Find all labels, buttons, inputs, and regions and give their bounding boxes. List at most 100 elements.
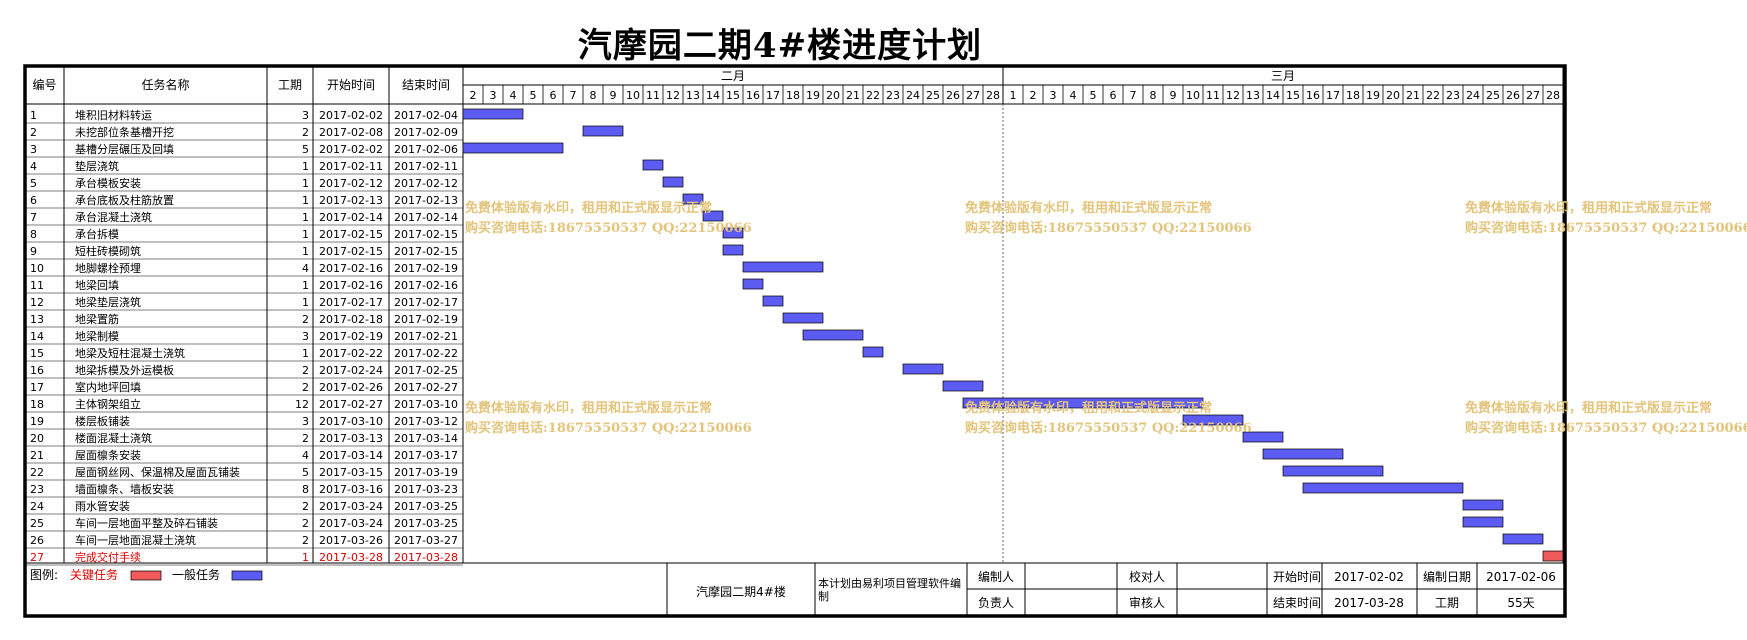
- footer-start-value: 2017-02-02: [1334, 570, 1404, 584]
- task-name: 车间一层地面混凝土浇筑: [75, 533, 196, 547]
- task-bar: [862, 346, 884, 358]
- task-end: 2017-03-27: [394, 534, 458, 547]
- day-tick-label: 19: [806, 89, 820, 102]
- task-bar: [782, 312, 824, 324]
- task-bar: [1182, 414, 1244, 426]
- task-bar: [742, 261, 824, 273]
- task-id: 16: [30, 364, 44, 377]
- task-start: 2017-02-15: [319, 228, 383, 241]
- task-id: 23: [30, 483, 44, 496]
- day-tick-label: 13: [1246, 89, 1260, 102]
- task-name: 垫层浇筑: [75, 159, 119, 173]
- day-tick-label: 9: [610, 89, 617, 102]
- day-tick-label: 11: [646, 89, 660, 102]
- task-name: 地梁置筋: [75, 312, 119, 326]
- watermark-line-2: 购买咨询电话:18675550537 QQ:22150066: [465, 220, 752, 236]
- task-bar: [702, 210, 724, 222]
- day-tick-label: 7: [570, 89, 577, 102]
- day-tick-label: 20: [826, 89, 840, 102]
- task-start: 2017-03-13: [319, 432, 383, 445]
- watermark-line-1: 免费体验版有水印，租用和正式版显示正常: [1465, 200, 1712, 216]
- task-start: 2017-02-08: [319, 126, 383, 139]
- task-duration: 3: [302, 415, 309, 428]
- day-tick-label: 26: [1506, 89, 1520, 102]
- task-id: 27: [30, 551, 44, 564]
- day-tick-label: 6: [1110, 89, 1117, 102]
- day-tick-label: 11: [1206, 89, 1220, 102]
- task-name: 短柱砖模砌筑: [75, 244, 141, 258]
- day-tick-label: 19: [1366, 89, 1380, 102]
- day-tick-label: 24: [906, 89, 920, 102]
- day-tick-label: 7: [1130, 89, 1137, 102]
- task-end: 2017-02-19: [394, 313, 458, 326]
- day-tick-label: 14: [706, 89, 720, 102]
- task-bar: [1282, 465, 1384, 477]
- task-end: 2017-02-17: [394, 296, 458, 309]
- task-duration: 1: [302, 296, 309, 309]
- task-id: 1: [30, 109, 37, 122]
- task-end: 2017-02-15: [394, 245, 458, 258]
- task-id: 19: [30, 415, 44, 428]
- task-end: 2017-02-06: [394, 143, 458, 156]
- task-duration: 1: [302, 177, 309, 190]
- task-end: 2017-03-17: [394, 449, 458, 462]
- task-duration: 1: [302, 347, 309, 360]
- watermark-line-1: 免费体验版有水印，租用和正式版显示正常: [1465, 400, 1712, 416]
- day-tick-label: 2: [470, 89, 477, 102]
- day-tick-label: 4: [510, 89, 517, 102]
- month-label-mar: 三月: [1271, 69, 1295, 83]
- task-duration: 2: [302, 381, 309, 394]
- day-tick-label: 18: [786, 89, 800, 102]
- task-bar: [1462, 499, 1504, 511]
- task-bar: [1262, 448, 1344, 460]
- footer-edit-date-label: 编制日期: [1423, 569, 1471, 584]
- day-tick-label: 5: [1090, 89, 1097, 102]
- day-tick-label: 21: [846, 89, 860, 102]
- task-name: 未挖部位条基槽开挖: [75, 125, 174, 139]
- watermark-line-1: 免费体验版有水印，租用和正式版显示正常: [465, 200, 712, 216]
- day-tick-label: 27: [966, 89, 980, 102]
- task-duration: 1: [302, 228, 309, 241]
- task-bar: [662, 176, 684, 188]
- footer-duration-label: 工期: [1435, 596, 1459, 610]
- task-start: 2017-02-13: [319, 194, 383, 207]
- header-duration: 工期: [278, 78, 302, 92]
- task-start: 2017-02-14: [319, 211, 383, 224]
- day-tick-label: 3: [1050, 89, 1057, 102]
- watermark-line-1: 免费体验版有水印，租用和正式版显示正常: [965, 400, 1212, 416]
- day-tick-label: 8: [1150, 89, 1157, 102]
- task-duration: 2: [302, 517, 309, 530]
- task-bar: [462, 108, 524, 120]
- day-tick-label: 26: [946, 89, 960, 102]
- task-id: 13: [30, 313, 44, 326]
- task-start: 2017-02-11: [319, 160, 383, 173]
- footer-proofreader-label: 校对人: [1129, 569, 1165, 584]
- day-tick-label: 9: [1170, 89, 1177, 102]
- task-bar: [582, 125, 624, 137]
- task-name: 地梁回填: [75, 278, 119, 292]
- watermark-line-1: 免费体验版有水印，租用和正式版显示正常: [965, 200, 1212, 216]
- task-end: 2017-03-19: [394, 466, 458, 479]
- day-tick-label: 14: [1266, 89, 1280, 102]
- watermark-line-2: 购买咨询电话:18675550537 QQ:22150066: [465, 420, 752, 436]
- task-start: 2017-02-18: [319, 313, 383, 326]
- footer-responsible-label: 负责人: [978, 596, 1014, 610]
- task-bar: [722, 227, 744, 239]
- day-tick-label: 10: [1186, 89, 1200, 102]
- day-tick-label: 22: [866, 89, 880, 102]
- header-name: 任务名称: [141, 77, 189, 92]
- task-id: 20: [30, 432, 44, 445]
- task-id: 12: [30, 296, 44, 309]
- watermark-line-1: 免费体验版有水印，租用和正式版显示正常: [465, 400, 712, 416]
- task-id: 22: [30, 466, 44, 479]
- task-duration: 1: [302, 194, 309, 207]
- task-id: 18: [30, 398, 44, 411]
- task-name: 主体钢架组立: [75, 397, 141, 411]
- task-id: 3: [30, 143, 37, 156]
- task-end: 2017-02-04: [394, 109, 458, 122]
- task-id: 9: [30, 245, 37, 258]
- task-end: 2017-03-25: [394, 500, 458, 513]
- day-tick-label: 3: [490, 89, 497, 102]
- day-tick-label: 15: [726, 89, 740, 102]
